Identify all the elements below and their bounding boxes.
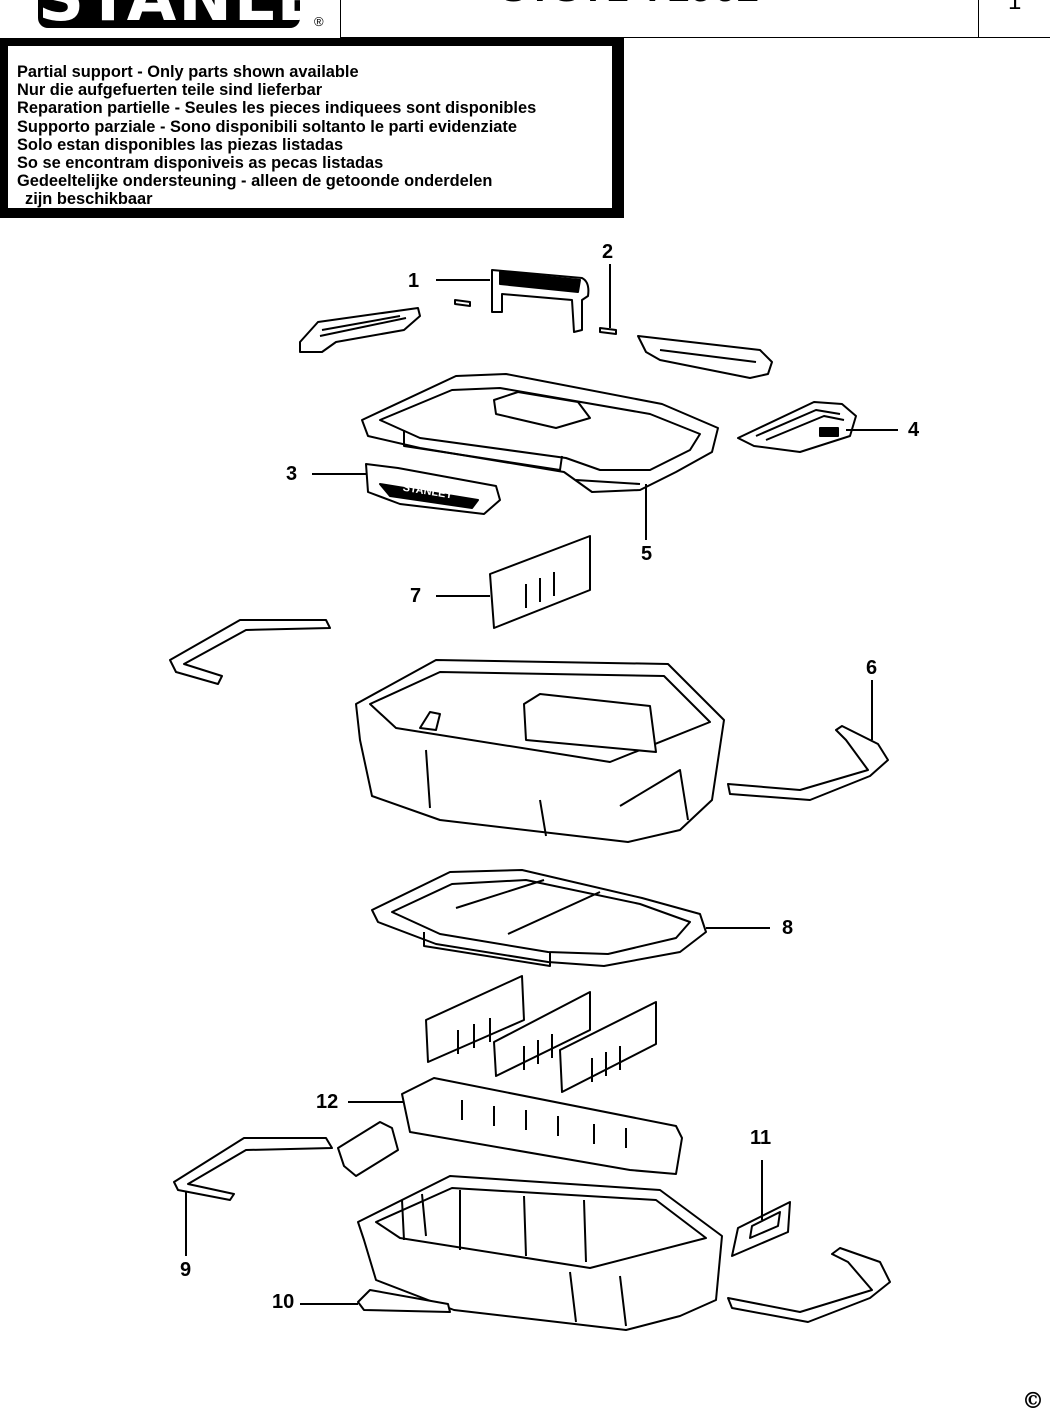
header-divider: [340, 0, 341, 38]
part-number-10: 10: [272, 1291, 294, 1313]
stanley-logo: STANLEY: [38, 0, 300, 28]
header-divider: [978, 0, 979, 38]
tray-dividers: [425, 975, 657, 1093]
page-number: 1: [1008, 0, 1022, 15]
latch-clip: [337, 1121, 399, 1177]
part-number-1: 1: [408, 270, 419, 292]
upper-tray: [355, 659, 725, 843]
part-number-8: 8: [782, 917, 793, 939]
page-header: STANLEY ® STST1-71962 1: [0, 0, 1050, 38]
registered-mark: ®: [314, 14, 324, 29]
side-panel: [737, 401, 857, 453]
notice-line: zijn beschikbaar: [25, 190, 153, 209]
side-rail-lower-left: [173, 1137, 333, 1201]
notice-line: Nur die aufgefuerten teile sind lieferba…: [17, 81, 323, 100]
part-number-7: 7: [410, 585, 421, 607]
part-number-6: 6: [866, 657, 877, 679]
part-number-4: 4: [908, 419, 920, 441]
bottom-tray: [357, 1175, 723, 1331]
lid-divider: [489, 535, 591, 629]
notice-line: Partial support - Only parts shown avail…: [17, 63, 359, 81]
model-number: STST1-71962: [500, 0, 760, 11]
part-number-5: 5: [641, 543, 652, 565]
lid: [361, 373, 719, 493]
top-handle: [454, 269, 590, 333]
notice-line: Reparation partielle - Seules les pieces…: [17, 99, 537, 118]
partial-support-notice: Partial support - Only parts shown avail…: [0, 38, 624, 218]
long-divider: [401, 1077, 683, 1175]
lid-latch-left: [299, 307, 421, 353]
notice-line: Supporto parziale - Sono disponibili sol…: [17, 117, 517, 136]
notice-line: Gedeeltelijke ondersteuning - alleen de …: [17, 172, 493, 191]
part-number-12: 12: [316, 1091, 338, 1113]
small-bracket: [731, 1201, 791, 1257]
header-rule: [340, 37, 1050, 38]
part-number-9: 9: [180, 1259, 191, 1281]
notice-line: Solo estan disponibles las piezas listad…: [17, 135, 344, 154]
side-rail-right: [727, 725, 889, 801]
side-rail-lower-right: [727, 1247, 891, 1323]
lid-latch-right: [637, 335, 773, 379]
front-handle: [365, 463, 501, 515]
hinge-pin: [599, 327, 617, 335]
part-number-2: 2: [602, 241, 613, 263]
tray-insert: [371, 869, 707, 967]
part-number-3: 3: [286, 463, 297, 485]
copyright-mark: ©: [1022, 1388, 1044, 1414]
notice-line: So se encontram disponiveis as pecas lis…: [17, 154, 384, 173]
part-number-11: 11: [750, 1127, 771, 1149]
foot-strip: [357, 1289, 451, 1313]
side-rail-upper-left: [169, 619, 331, 685]
